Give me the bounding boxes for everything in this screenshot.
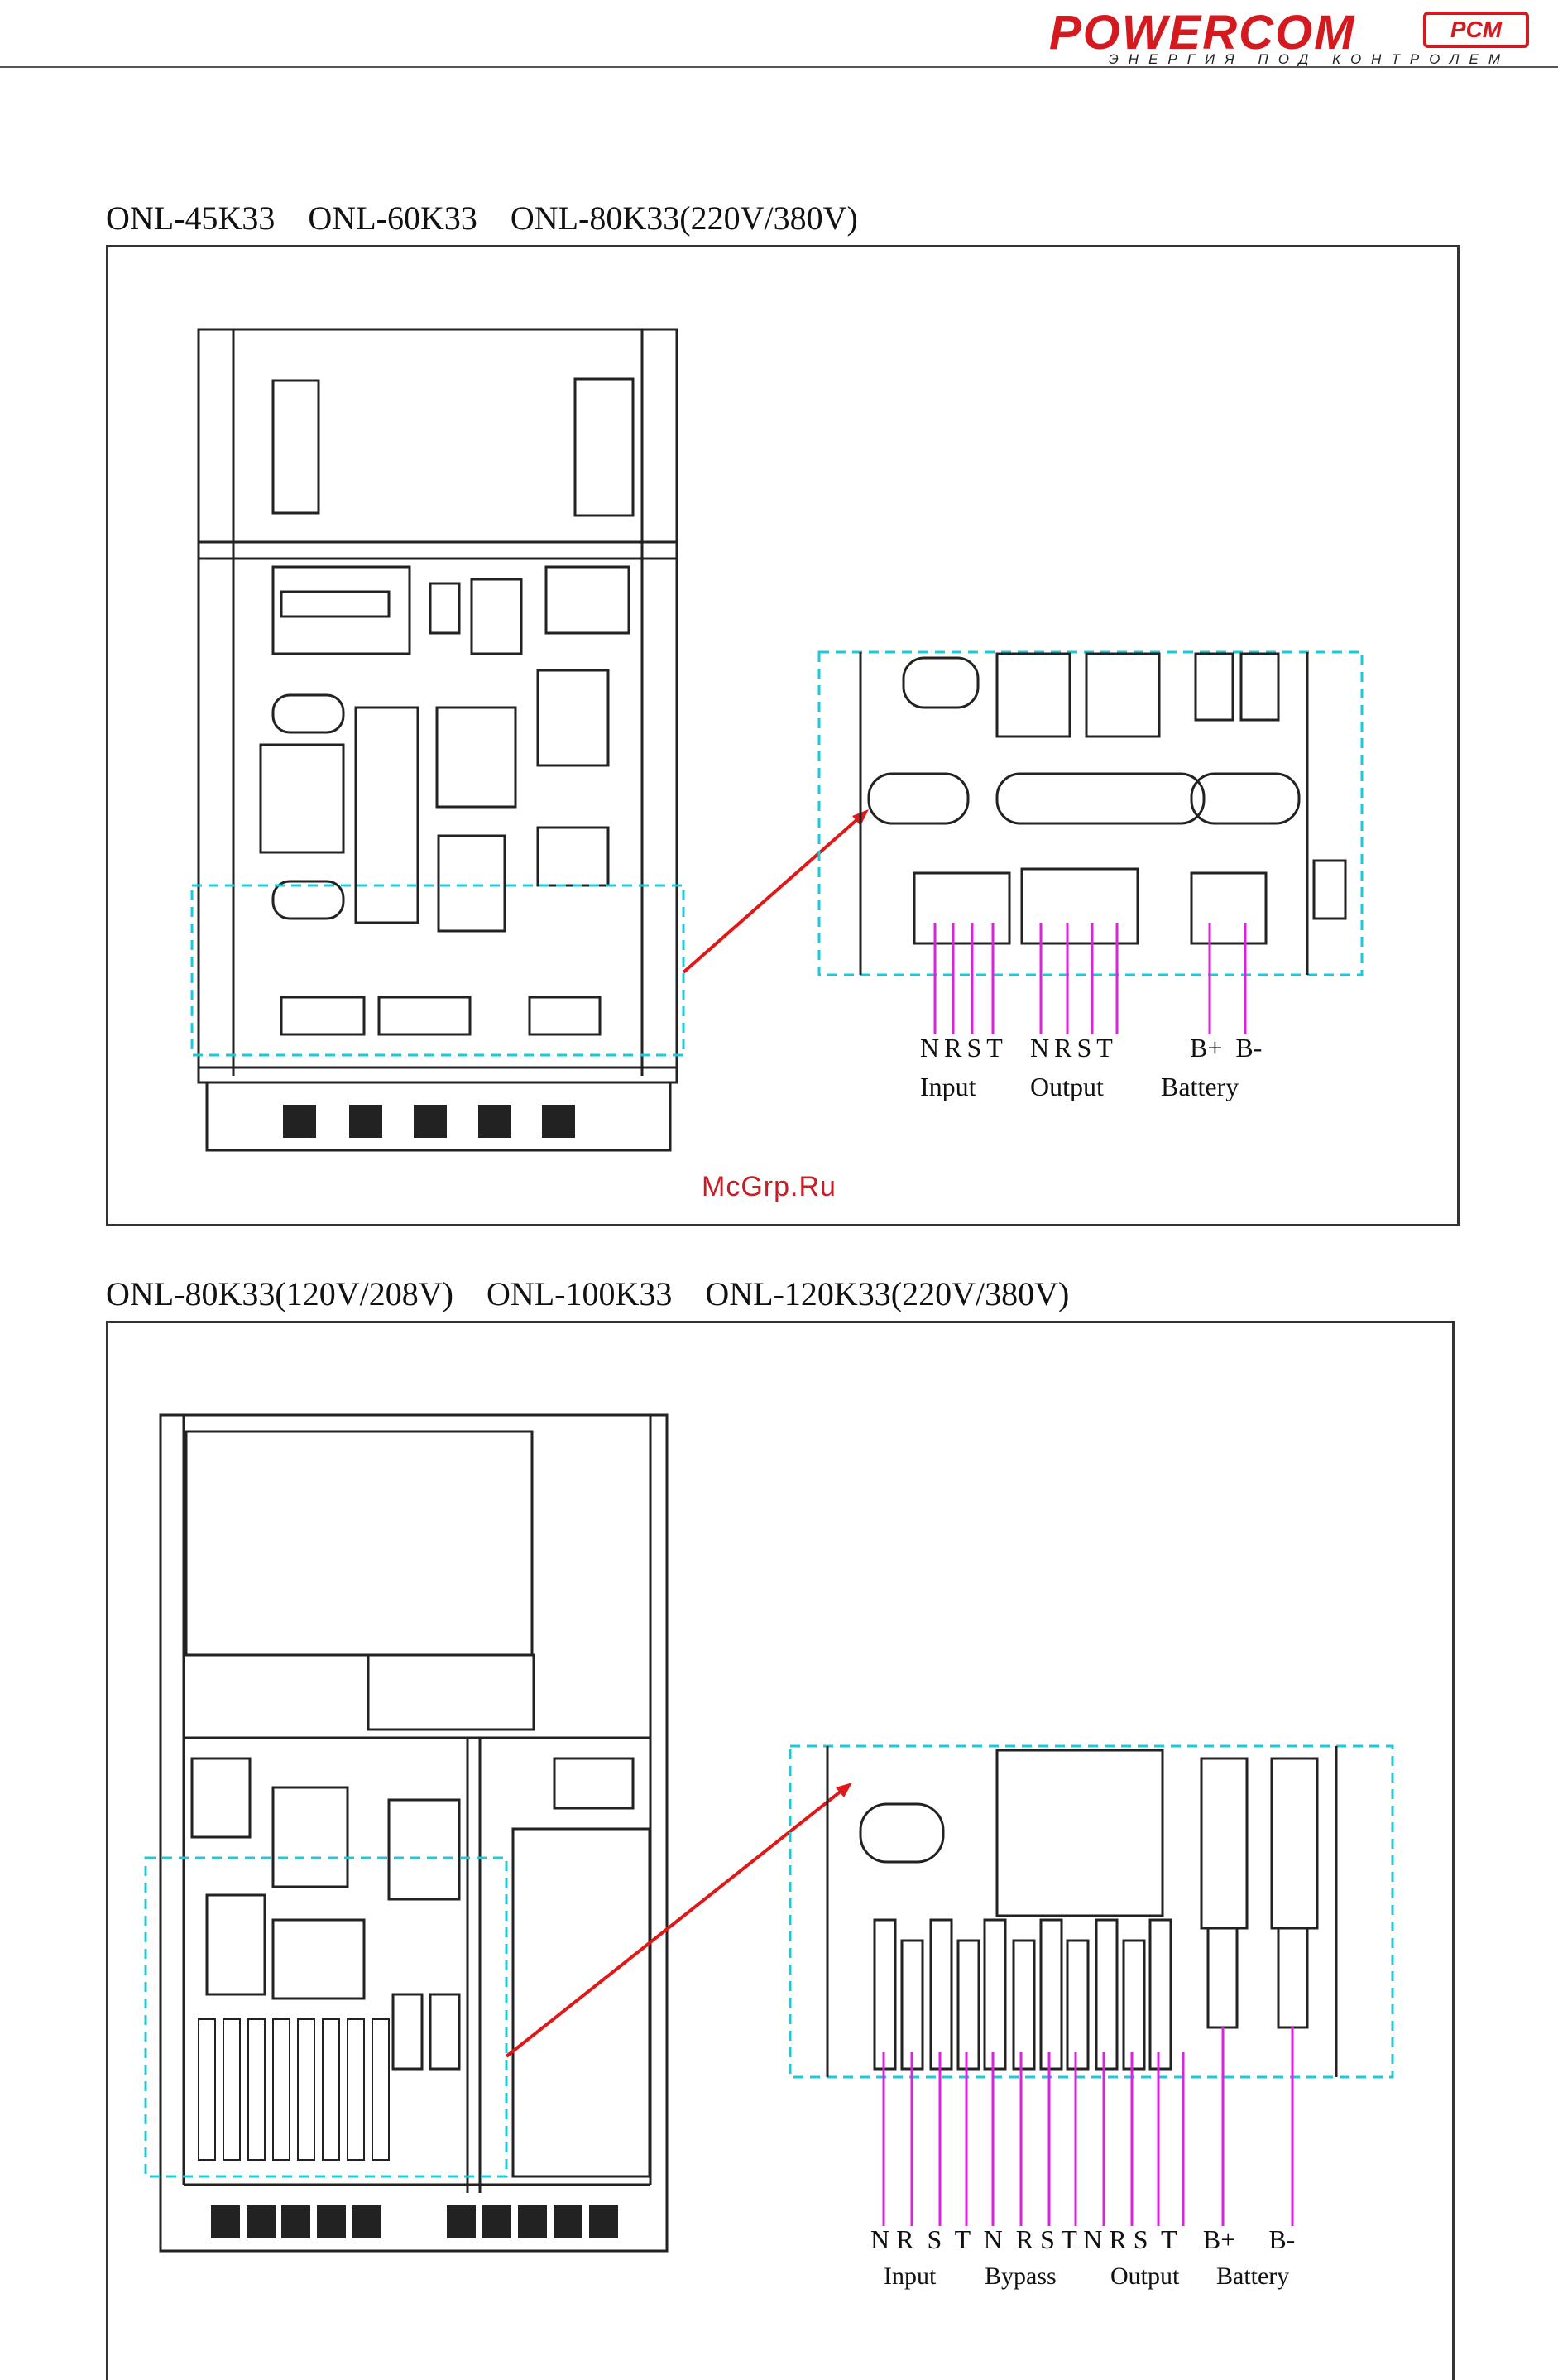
section2-battery-label: Battery <box>1216 2262 1289 2291</box>
section2-input-label: Input <box>884 2262 936 2291</box>
section2-terminal-letters: N R S T N R S T N R S T B+ B- <box>870 2224 1295 2255</box>
section2-output-label: Output <box>1110 2262 1179 2291</box>
section2-bypass-label: Bypass <box>985 2262 1057 2291</box>
